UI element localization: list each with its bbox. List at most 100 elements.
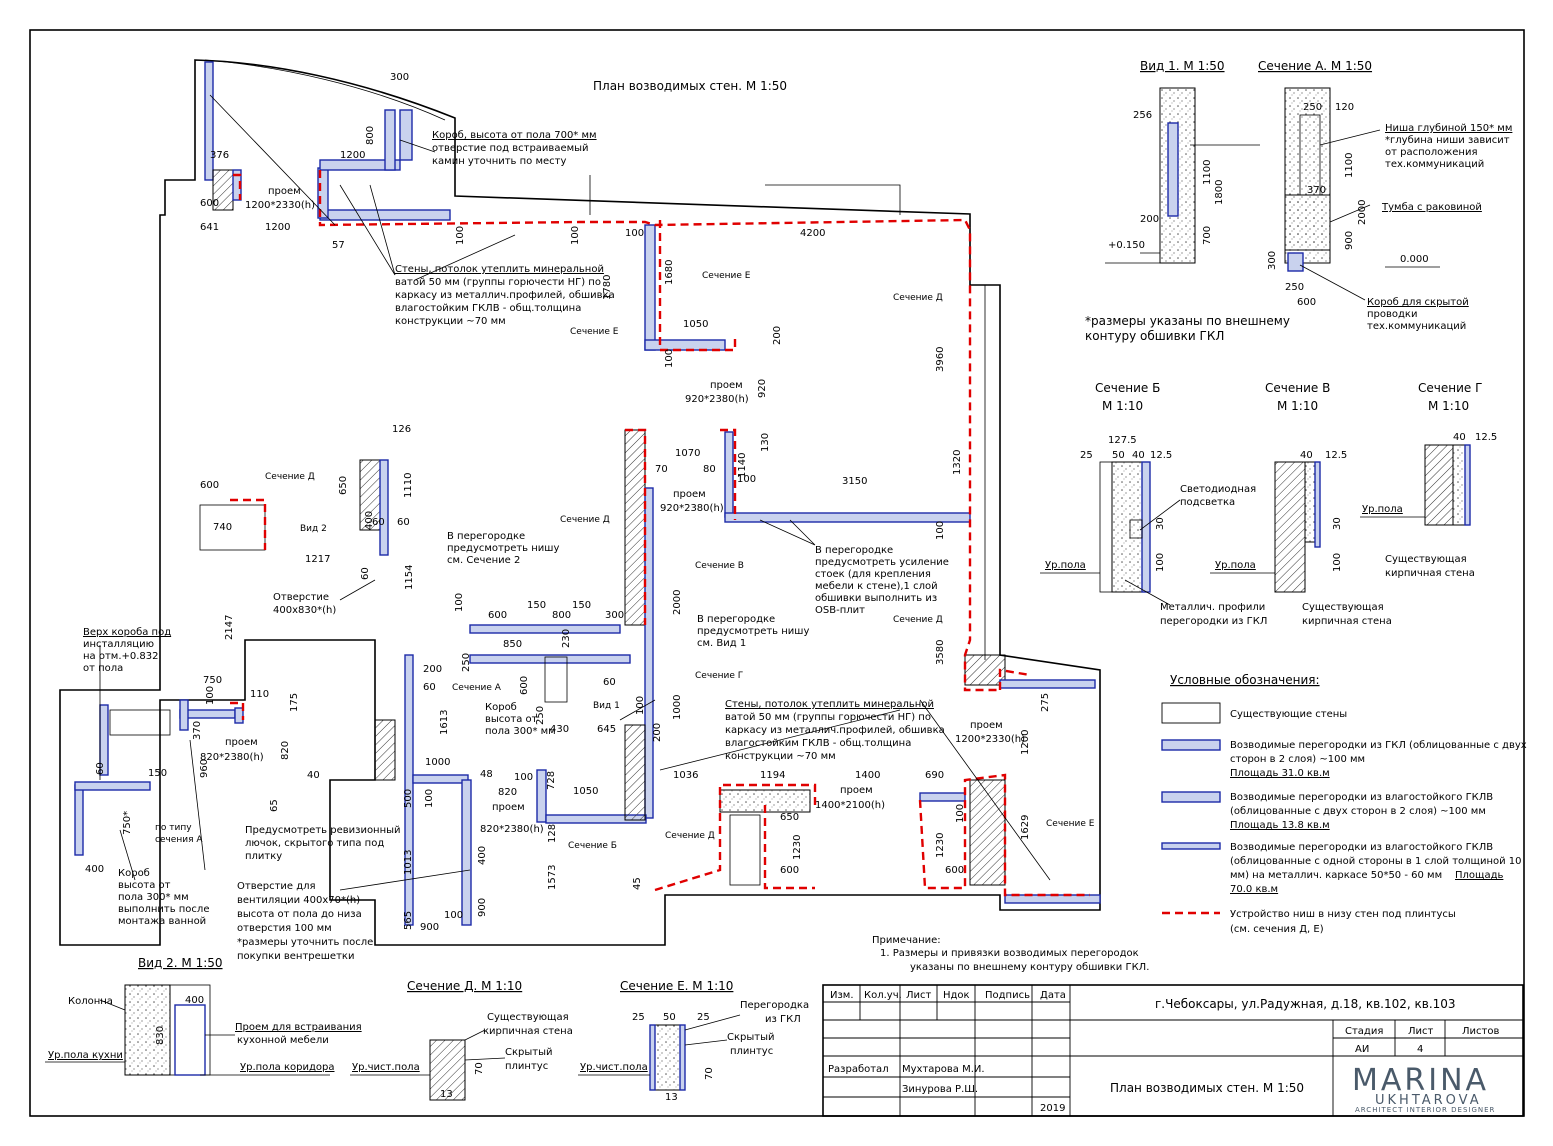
svg-text:(см. сечения Д, Е): (см. сечения Д, Е)	[1230, 924, 1324, 935]
section-b: Сечение Б М 1:10 127.5 25 50 40 12.5 30 …	[1040, 381, 1267, 627]
svg-text:лючок, скрытого типа под: лючок, скрытого типа под	[245, 838, 384, 849]
svg-text:Сечение Е: Сечение Е	[702, 271, 751, 281]
svg-text:200: 200	[772, 326, 783, 345]
note-niche-1: В перегородке предусмотреть нишу см. Вид…	[697, 614, 809, 649]
svg-text:Отверстие для: Отверстие для	[237, 881, 316, 892]
section-d: Сечение Д. М 1:10 Существующая кирпичная…	[350, 979, 573, 1101]
opening-5: проем 820*2380(h)	[480, 802, 544, 835]
svg-text:50: 50	[663, 1012, 676, 1023]
svg-text:Короб: Короб	[118, 868, 150, 879]
svg-text:указаны по внешнему контуру об: указаны по внешнему контуру обшивки ГКЛ.	[910, 962, 1149, 973]
svg-text:4200: 4200	[800, 228, 825, 239]
svg-text:Короб, высота от пола 700* мм: Короб, высота от пола 700* мм	[432, 130, 597, 141]
svg-text:1100: 1100	[1344, 153, 1355, 178]
note-walls-top: Стены, потолок утеплить минеральной вато…	[395, 264, 615, 327]
svg-text:Существующая: Существующая	[487, 1012, 569, 1023]
svg-text:45: 45	[632, 877, 643, 890]
svg-text:Перегородка: Перегородка	[740, 1000, 809, 1011]
svg-text:750*: 750*	[122, 811, 133, 835]
svg-text:пола 300* мм: пола 300* мм	[118, 892, 189, 903]
note-box-700: Короб, высота от пола 700* мм отверстие …	[432, 130, 597, 167]
svg-text:30: 30	[1332, 517, 1343, 530]
svg-text:Сечение Д: Сечение Д	[893, 293, 943, 303]
svg-text:проем: проем	[710, 380, 743, 391]
svg-text:монтажа ванной: монтажа ванной	[118, 916, 206, 927]
svg-text:250: 250	[461, 653, 472, 672]
svg-text:3580: 3580	[935, 640, 946, 665]
svg-text:12.5: 12.5	[1325, 450, 1347, 461]
svg-text:из ГКЛ: из ГКЛ	[765, 1014, 801, 1025]
svg-text:проводки: проводки	[1367, 309, 1417, 320]
svg-text:370: 370	[1307, 185, 1326, 196]
svg-text:кирпичная стена: кирпичная стена	[483, 1026, 573, 1037]
svg-text:126: 126	[392, 424, 411, 435]
svg-text:влагостойким ГКЛВ - общ.толщин: влагостойким ГКЛВ - общ.толщина	[395, 303, 581, 314]
legend-swatch-gklv	[1161, 791, 1221, 803]
svg-text:Возводимые перегородки из влаг: Возводимые перегородки из влагостойкого …	[1230, 842, 1493, 853]
svg-text:1200: 1200	[265, 222, 290, 233]
svg-text:300: 300	[1267, 251, 1278, 270]
svg-text:1200*2330(h): 1200*2330(h)	[955, 734, 1025, 745]
svg-text:1800: 1800	[1214, 180, 1225, 205]
svg-text:Сечение Е: Сечение Е	[1046, 819, 1095, 829]
svg-text:100: 100	[635, 696, 646, 715]
svg-text:600: 600	[780, 865, 799, 876]
svg-text:Сечение Б: Сечение Б	[568, 841, 617, 851]
svg-text:АИ: АИ	[1355, 1044, 1369, 1055]
svg-text:Тумба с раковиной: Тумба с раковиной	[1381, 202, 1482, 213]
note-box-300: Короб высота от пола 300* мм	[485, 702, 556, 737]
svg-text:камин уточнить по месту: камин уточнить по месту	[432, 156, 566, 167]
svg-text:600: 600	[519, 676, 530, 695]
opening-1: проем 1200*2330(h)	[245, 186, 315, 211]
svg-text:пола 300* мм: пола 300* мм	[485, 726, 556, 737]
svg-text:100: 100	[455, 226, 466, 245]
svg-text:600: 600	[1297, 297, 1316, 308]
svg-text:1194: 1194	[760, 770, 785, 781]
svg-text:1013: 1013	[403, 850, 414, 875]
svg-text:Светодиодная: Светодиодная	[1180, 484, 1256, 495]
svg-text:Ур.пола: Ур.пола	[1045, 560, 1086, 571]
legend-swatch-gklv-single	[1161, 842, 1221, 850]
svg-text:перегородки из ГКЛ: перегородки из ГКЛ	[1160, 616, 1267, 627]
svg-text:Мухтарова М.И.: Мухтарова М.И.	[902, 1064, 985, 1075]
svg-text:3150: 3150	[842, 476, 867, 487]
svg-text:150: 150	[572, 600, 591, 611]
svg-text:100: 100	[1332, 553, 1343, 572]
svg-text:конструкции ~70 мм: конструкции ~70 мм	[395, 316, 506, 327]
section-a: Сечение А. М 1:50 250 120 370 1100 2000 …	[1258, 59, 1512, 332]
svg-text:900: 900	[1344, 231, 1355, 250]
svg-text:мебели к стене),1 слой: мебели к стене),1 слой	[815, 581, 938, 592]
svg-text:12.5: 12.5	[1150, 450, 1172, 461]
svg-text:2019: 2019	[1040, 1103, 1065, 1114]
svg-text:Лист: Лист	[906, 990, 932, 1001]
note-walls-mid: Стены, потолок утеплить минеральной вато…	[725, 699, 945, 762]
svg-text:127.5: 127.5	[1108, 435, 1137, 446]
svg-text:*размеры уточнить после: *размеры уточнить после	[237, 937, 373, 948]
svg-text:400: 400	[85, 864, 104, 875]
svg-text:70: 70	[655, 464, 668, 475]
svg-text:Сечение А. М 1:50: Сечение А. М 1:50	[1258, 59, 1372, 73]
svg-text:2000: 2000	[1357, 200, 1368, 225]
svg-text:Верх короба под: Верх короба под	[83, 627, 171, 638]
svg-text:40: 40	[1132, 450, 1145, 461]
svg-text:200: 200	[1140, 214, 1159, 225]
legend-swatch-gkl	[1161, 739, 1221, 751]
svg-text:400: 400	[364, 511, 375, 530]
svg-text:700: 700	[1202, 226, 1213, 245]
svg-text:Вид 1. М 1:50: Вид 1. М 1:50	[1140, 59, 1225, 73]
svg-text:покупки вентрешетки: покупки вентрешетки	[237, 951, 354, 962]
svg-text:М 1:10: М 1:10	[1277, 399, 1318, 413]
svg-text:М 1:10: М 1:10	[1102, 399, 1143, 413]
svg-text:565: 565	[403, 911, 414, 930]
svg-text:1070: 1070	[675, 448, 700, 459]
svg-text:выполнить после: выполнить после	[118, 904, 209, 915]
sheet-frame	[29, 29, 1525, 1117]
svg-text:Ур.чист.пола: Ур.чист.пола	[352, 1062, 420, 1073]
svg-text:40: 40	[1300, 450, 1313, 461]
svg-text:150: 150	[148, 768, 167, 779]
svg-text:проем: проем	[268, 186, 301, 197]
svg-text:200: 200	[652, 723, 663, 742]
opening-7: проем 1200*2330(h)	[955, 720, 1025, 745]
svg-text:Сечение А: Сечение А	[452, 683, 502, 693]
svg-text:Сечение Е. М 1:10: Сечение Е. М 1:10	[620, 979, 733, 993]
